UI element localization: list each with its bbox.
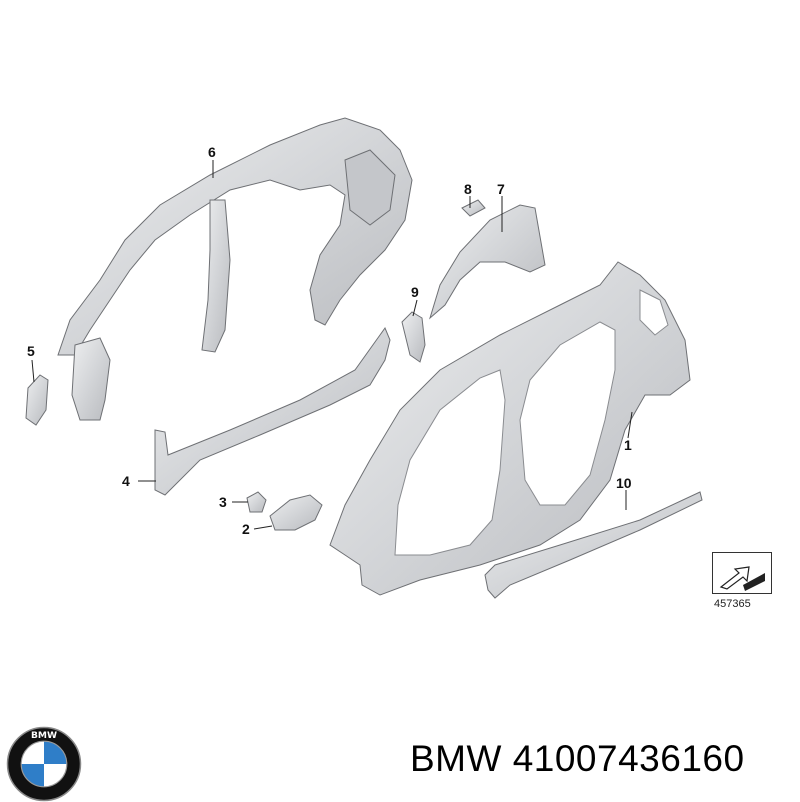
callout-9: 9 bbox=[411, 284, 419, 300]
callout-6: 6 bbox=[208, 144, 216, 160]
part-5-bracket bbox=[25, 374, 49, 426]
part-caption: BMW 41007436160 bbox=[410, 738, 745, 779]
reference-arrow-icon bbox=[719, 566, 765, 591]
callout-7: 7 bbox=[497, 181, 505, 197]
svg-text:BMW: BMW bbox=[31, 731, 57, 741]
part-3-gusset bbox=[246, 491, 267, 513]
part-6-roof-frame bbox=[57, 117, 413, 421]
part-1-side-panel bbox=[329, 261, 691, 596]
reference-symbol-box bbox=[712, 552, 772, 594]
part-4-inner-sill bbox=[154, 326, 391, 496]
bmw-logo: BMW bbox=[6, 726, 82, 802]
part-8-clip bbox=[461, 199, 486, 217]
part-2-reinforcement bbox=[269, 494, 323, 531]
callout-8: 8 bbox=[464, 181, 472, 197]
callout-1: 1 bbox=[624, 437, 632, 453]
callout-5: 5 bbox=[27, 343, 35, 359]
callout-4: 4 bbox=[122, 473, 130, 489]
callout-3: 3 bbox=[219, 494, 227, 510]
callout-10: 10 bbox=[616, 475, 632, 491]
reference-number: 457365 bbox=[714, 598, 751, 610]
callout-2: 2 bbox=[242, 521, 250, 537]
leader-lines bbox=[31, 160, 633, 530]
part-10-outer-sill bbox=[484, 491, 703, 599]
part-7-wheel-arch bbox=[429, 204, 546, 320]
part-9-bracket bbox=[401, 311, 426, 363]
